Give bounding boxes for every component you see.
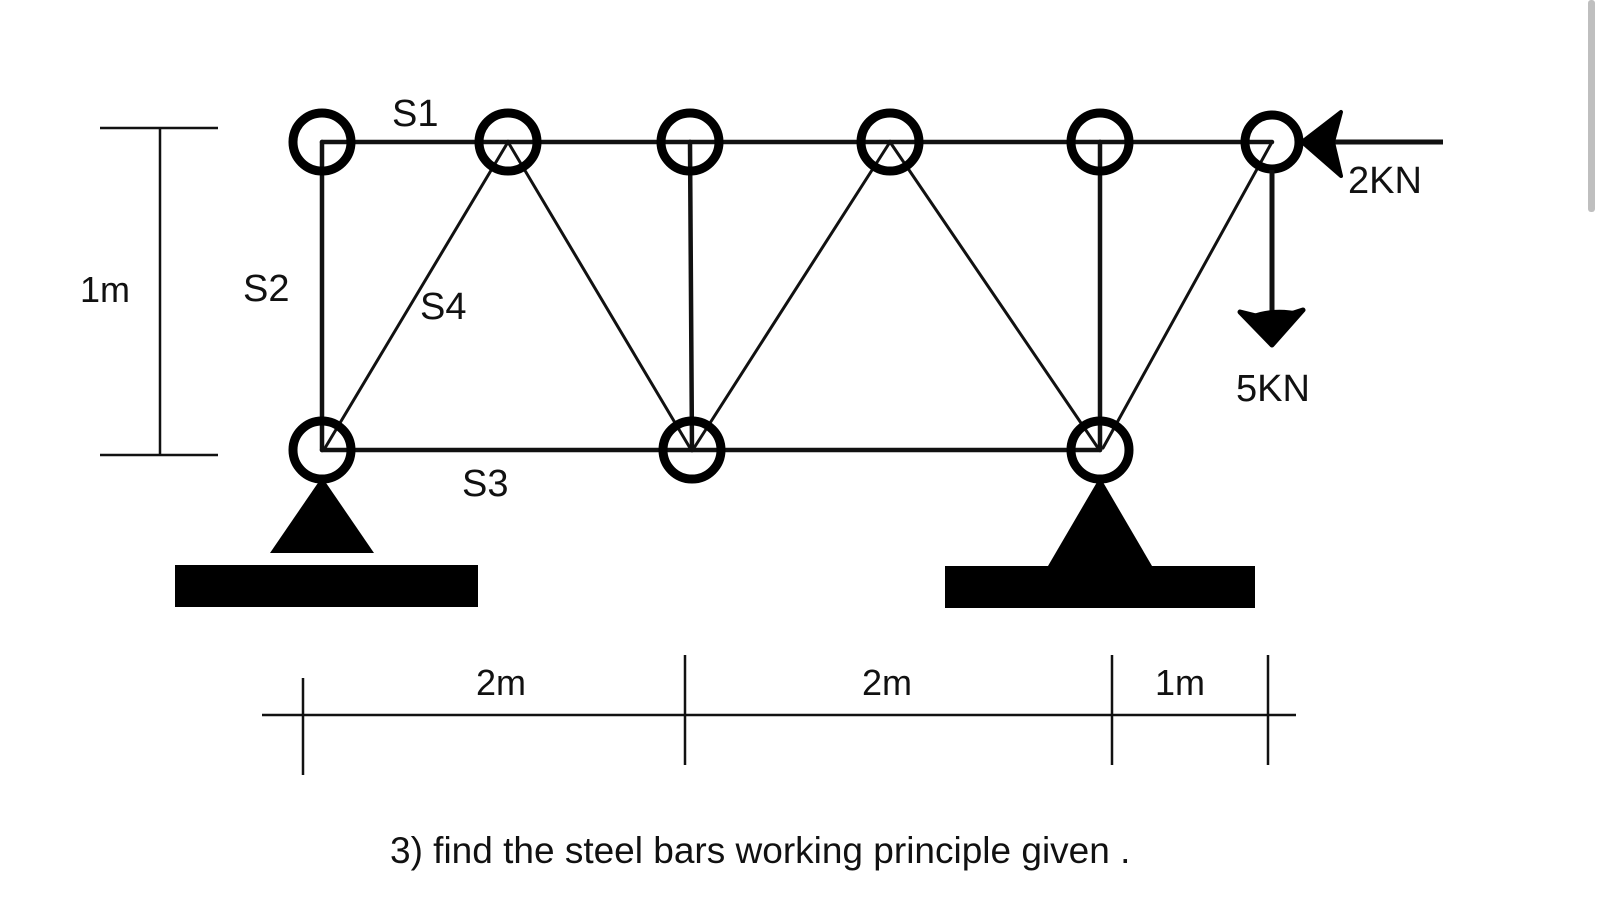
right-ground-bar <box>945 566 1255 608</box>
right-support-triangle <box>1048 477 1152 566</box>
joint-top-2 <box>474 108 542 176</box>
left-support <box>175 477 478 607</box>
joint-bottom-2 <box>658 416 726 484</box>
vertical-members <box>319 139 1103 453</box>
load-5kn-arrow <box>1237 170 1306 348</box>
span-dimension-label-2: 2m <box>862 662 913 703</box>
load-label-5kn: 5KN <box>1236 368 1310 410</box>
load-2kn-arrow <box>1300 110 1443 178</box>
right-support <box>945 477 1255 608</box>
joint-top-1 <box>288 108 356 176</box>
member-label-s1: S1 <box>392 93 439 135</box>
span-dimension-label-3: 1m <box>1155 662 1206 703</box>
span-dimension-line <box>262 655 1296 775</box>
height-dimension-label: 1m <box>80 269 131 310</box>
joint-top-3 <box>656 108 724 176</box>
joint-top-6 <box>1240 110 1304 174</box>
question-caption: 3) find the steel bars working principle… <box>390 830 1131 871</box>
span-dimension-label-1: 2m <box>476 662 527 703</box>
joint-top-4 <box>856 108 924 176</box>
left-support-triangle <box>270 477 374 553</box>
diagonal-members <box>323 140 1274 450</box>
member-label-s2: S2 <box>243 268 290 310</box>
member-label-s4: S4 <box>420 286 467 328</box>
member-label-s3: S3 <box>462 463 509 505</box>
load-label-2kn: 2KN <box>1348 160 1422 202</box>
vertical-scrollbar[interactable] <box>1588 0 1595 212</box>
height-dimension-line <box>100 126 218 457</box>
left-ground-bar <box>175 565 478 607</box>
truss-joints <box>288 108 1304 484</box>
joint-top-5 <box>1066 108 1134 176</box>
